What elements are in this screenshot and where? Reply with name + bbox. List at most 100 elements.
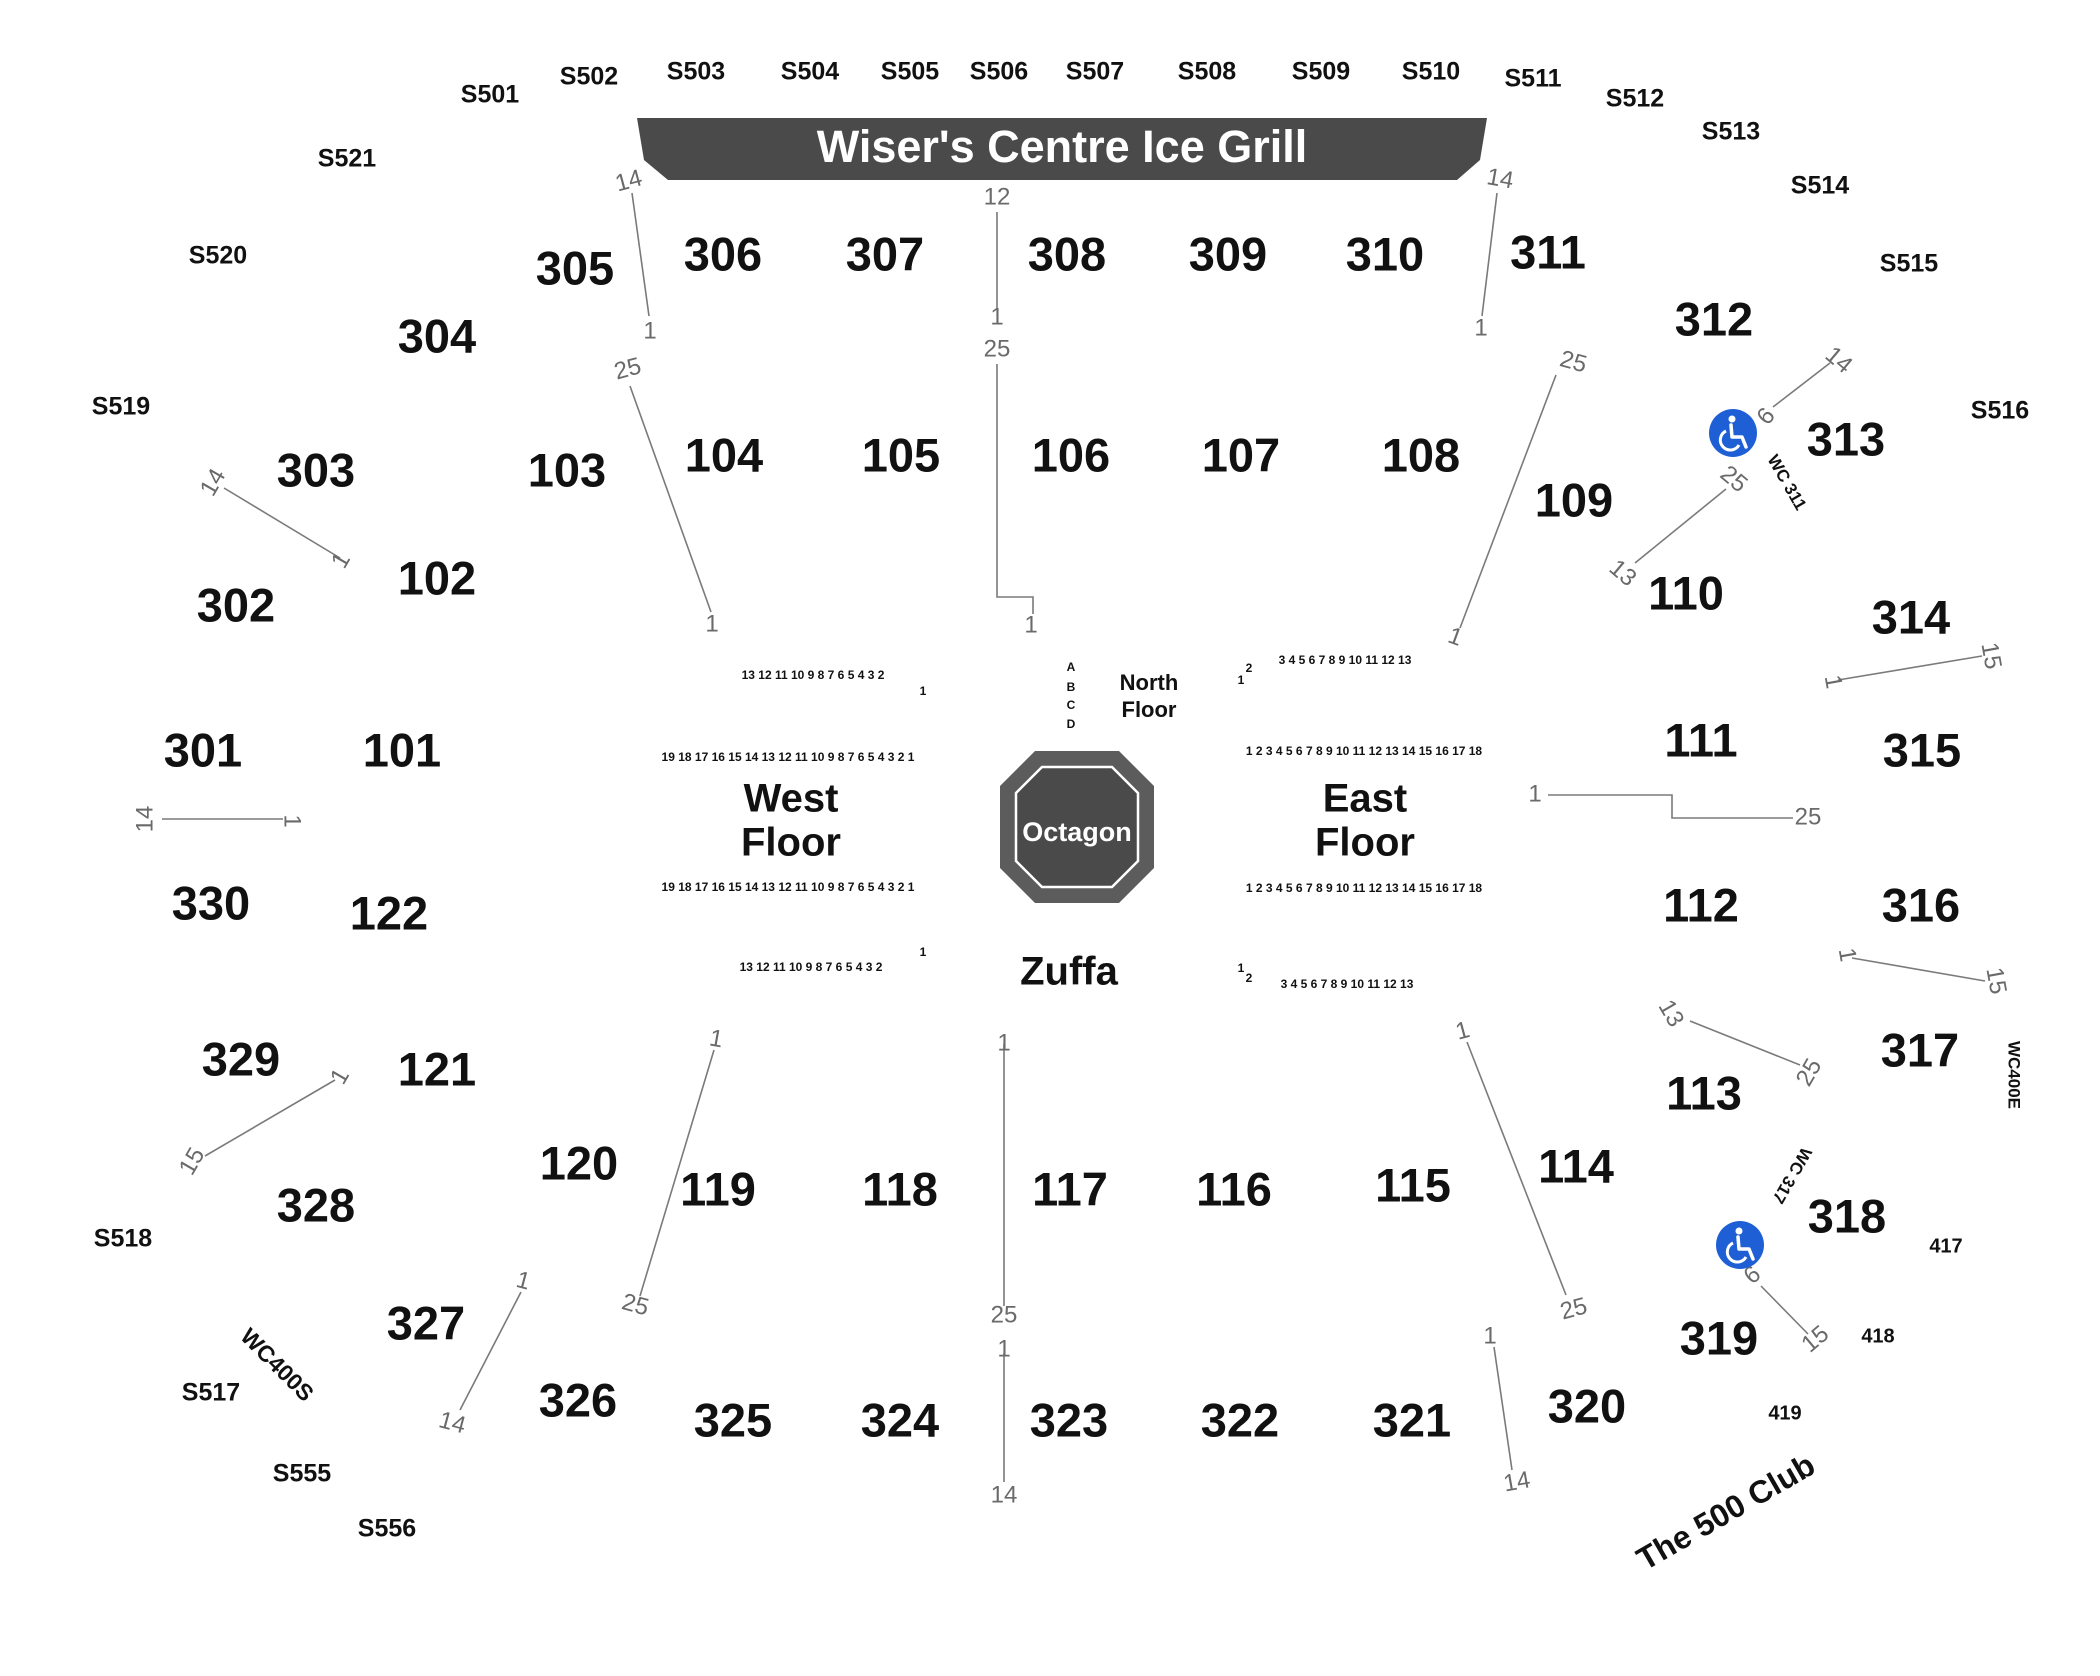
east-floor-label-1[interactable]: East bbox=[1323, 777, 1408, 821]
suite-s509[interactable]: S509 bbox=[1292, 58, 1350, 86]
zuffa-label[interactable]: Zuffa bbox=[1020, 950, 1119, 994]
section-122[interactable]: 122 bbox=[350, 886, 428, 939]
section-102[interactable]: 102 bbox=[398, 551, 476, 604]
row-number: 15 bbox=[1796, 1320, 1834, 1358]
section-308[interactable]: 308 bbox=[1028, 227, 1106, 280]
west-floor-label-2[interactable]: Floor bbox=[741, 821, 841, 865]
section-321[interactable]: 321 bbox=[1373, 1393, 1451, 1446]
suite-s502[interactable]: S502 bbox=[560, 63, 618, 91]
octagon-stage[interactable]: Octagon bbox=[1000, 751, 1154, 903]
section-115[interactable]: 115 bbox=[1375, 1158, 1451, 1211]
suite-s515[interactable]: S515 bbox=[1880, 250, 1938, 278]
suite-s517[interactable]: S517 bbox=[182, 1379, 240, 1407]
suite-s556[interactable]: S556 bbox=[358, 1515, 416, 1543]
suite-s503[interactable]: S503 bbox=[667, 58, 725, 86]
section-328[interactable]: 328 bbox=[277, 1178, 355, 1231]
wheelchair-icon-313[interactable] bbox=[1709, 409, 1757, 457]
suite-s512[interactable]: S512 bbox=[1606, 85, 1664, 113]
section-319[interactable]: 319 bbox=[1680, 1311, 1758, 1364]
section-307[interactable]: 307 bbox=[846, 227, 924, 280]
section-117[interactable]: 117 bbox=[1032, 1162, 1108, 1215]
west-row-long-bottom: 19 18 17 16 15 14 13 12 11 10 9 8 7 6 5 … bbox=[662, 880, 915, 894]
section-324[interactable]: 324 bbox=[861, 1393, 939, 1446]
section-303[interactable]: 303 bbox=[277, 443, 355, 496]
section-309[interactable]: 309 bbox=[1189, 227, 1267, 280]
section-120[interactable]: 120 bbox=[540, 1136, 618, 1189]
section-320[interactable]: 320 bbox=[1548, 1379, 1626, 1432]
section-111[interactable]: 111 bbox=[1664, 713, 1737, 766]
section-302[interactable]: 302 bbox=[197, 578, 275, 631]
section-306[interactable]: 306 bbox=[684, 227, 762, 280]
section-105[interactable]: 105 bbox=[862, 428, 940, 481]
section-121[interactable]: 121 bbox=[398, 1042, 476, 1095]
section-330[interactable]: 330 bbox=[172, 876, 250, 929]
north-floor-label-1[interactable]: North bbox=[1120, 670, 1179, 695]
section-318[interactable]: 318 bbox=[1808, 1189, 1886, 1242]
section-322[interactable]: 322 bbox=[1201, 1393, 1279, 1446]
east-row-bottom-start: 1 bbox=[1238, 961, 1245, 975]
suite-s504[interactable]: S504 bbox=[781, 58, 839, 86]
suite-s511[interactable]: S511 bbox=[1504, 65, 1561, 93]
section-326[interactable]: 326 bbox=[539, 1373, 617, 1426]
suite-s518[interactable]: S518 bbox=[94, 1225, 152, 1253]
section-113[interactable]: 113 bbox=[1666, 1066, 1742, 1119]
suite-s520[interactable]: S520 bbox=[189, 242, 247, 270]
east-row-top-two: 2 bbox=[1246, 661, 1253, 675]
section-112[interactable]: 112 bbox=[1663, 878, 1739, 931]
suite-s506[interactable]: S506 bbox=[970, 58, 1028, 86]
section-329[interactable]: 329 bbox=[202, 1032, 280, 1085]
section-317[interactable]: 317 bbox=[1881, 1023, 1959, 1076]
section-108[interactable]: 108 bbox=[1382, 428, 1460, 481]
north-row-d: D bbox=[1067, 717, 1076, 731]
the-500-club-label[interactable]: The 500 Club bbox=[1630, 1446, 1820, 1577]
section-305[interactable]: 305 bbox=[536, 241, 614, 294]
section-310[interactable]: 310 bbox=[1346, 227, 1424, 280]
section-312[interactable]: 312 bbox=[1675, 292, 1753, 345]
wheelchair-icon-318[interactable] bbox=[1716, 1221, 1764, 1269]
row-number: 1 bbox=[1819, 673, 1848, 691]
section-103[interactable]: 103 bbox=[528, 443, 606, 496]
suite-s508[interactable]: S508 bbox=[1178, 58, 1236, 86]
section-104[interactable]: 104 bbox=[685, 428, 763, 481]
section-311[interactable]: 311 bbox=[1510, 225, 1586, 278]
section-304[interactable]: 304 bbox=[398, 309, 476, 362]
suite-s555[interactable]: S555 bbox=[273, 1460, 331, 1488]
section-101[interactable]: 101 bbox=[363, 723, 441, 776]
suite-s516[interactable]: S516 bbox=[1971, 397, 2029, 425]
section-327[interactable]: 327 bbox=[387, 1296, 465, 1349]
section-418[interactable]: 418 bbox=[1861, 1325, 1894, 1347]
suite-s510[interactable]: S510 bbox=[1402, 58, 1460, 86]
section-106[interactable]: 106 bbox=[1032, 428, 1110, 481]
suite-s519[interactable]: S519 bbox=[92, 393, 150, 421]
section-417[interactable]: 417 bbox=[1929, 1235, 1962, 1257]
section-323[interactable]: 323 bbox=[1030, 1393, 1108, 1446]
section-419[interactable]: 419 bbox=[1768, 1402, 1801, 1424]
east-floor-label-2[interactable]: Floor bbox=[1315, 821, 1415, 865]
row-number: 1 bbox=[1453, 1016, 1473, 1046]
west-row-bottom: 13 12 11 10 9 8 7 6 5 4 3 2 bbox=[740, 960, 883, 974]
section-119[interactable]: 119 bbox=[680, 1162, 756, 1215]
row-line-313 bbox=[1772, 362, 1831, 408]
section-107[interactable]: 107 bbox=[1202, 428, 1280, 481]
suite-s507[interactable]: S507 bbox=[1066, 58, 1124, 86]
row-line-114 bbox=[1466, 1041, 1567, 1296]
section-118[interactable]: 118 bbox=[862, 1162, 938, 1215]
north-floor-label-2[interactable]: Floor bbox=[1122, 697, 1177, 722]
section-109[interactable]: 109 bbox=[1535, 473, 1613, 526]
section-325[interactable]: 325 bbox=[694, 1393, 772, 1446]
section-301[interactable]: 301 bbox=[164, 723, 242, 776]
section-110[interactable]: 110 bbox=[1648, 566, 1724, 619]
suite-s501[interactable]: S501 bbox=[461, 81, 519, 109]
suite-s521[interactable]: S521 bbox=[318, 145, 376, 173]
suite-s513[interactable]: S513 bbox=[1702, 118, 1760, 146]
suite-s514[interactable]: S514 bbox=[1791, 172, 1849, 200]
section-315[interactable]: 315 bbox=[1883, 723, 1961, 776]
section-313[interactable]: 313 bbox=[1807, 412, 1885, 465]
section-316[interactable]: 316 bbox=[1882, 878, 1960, 931]
section-314[interactable]: 314 bbox=[1872, 590, 1950, 643]
section-114[interactable]: 114 bbox=[1538, 1139, 1614, 1192]
centre-ice-grill-banner[interactable]: Wiser's Centre Ice Grill bbox=[637, 118, 1487, 180]
west-floor-label-1[interactable]: West bbox=[744, 777, 839, 821]
suite-s505[interactable]: S505 bbox=[881, 58, 939, 86]
section-116[interactable]: 116 bbox=[1196, 1162, 1272, 1215]
